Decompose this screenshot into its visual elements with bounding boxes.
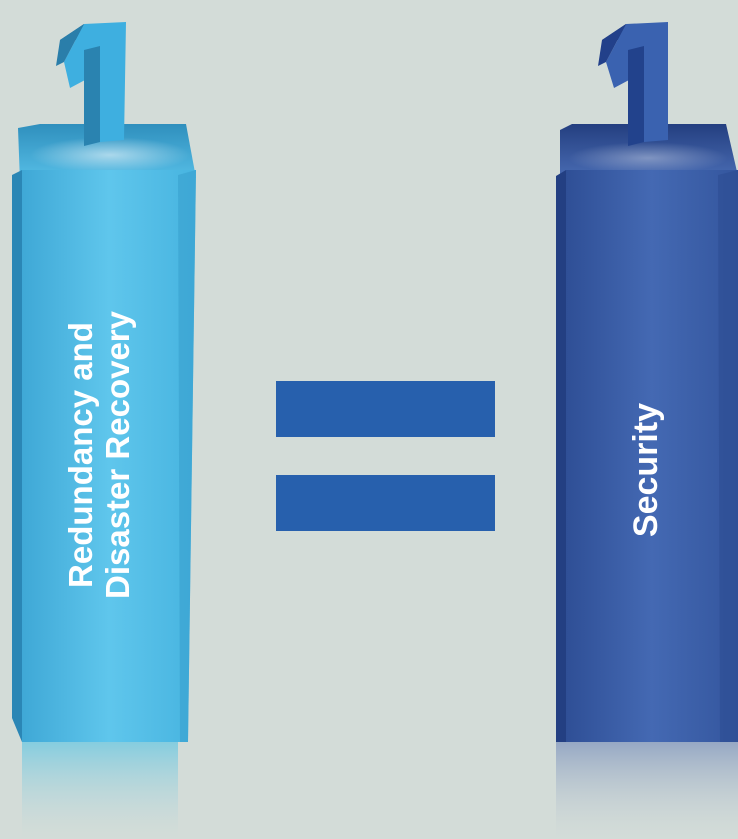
equals-sign-top-bar bbox=[276, 381, 495, 437]
equals-sign-bottom-bar bbox=[276, 475, 495, 531]
right-pillar-reflection bbox=[556, 742, 738, 839]
left-pillar-side bbox=[12, 170, 22, 742]
left-pillar-reflection bbox=[22, 742, 178, 839]
left-pillar-label-line1: Redundancy and bbox=[63, 311, 100, 599]
right-pillar-side bbox=[556, 170, 566, 742]
right-pillar-label: Security bbox=[627, 403, 665, 537]
right-pillar-label-text: Security bbox=[627, 403, 665, 537]
left-pillar-label-line2: Disaster Recovery bbox=[100, 311, 137, 599]
left-pillar-label: Redundancy and Disaster Recovery bbox=[63, 311, 137, 599]
